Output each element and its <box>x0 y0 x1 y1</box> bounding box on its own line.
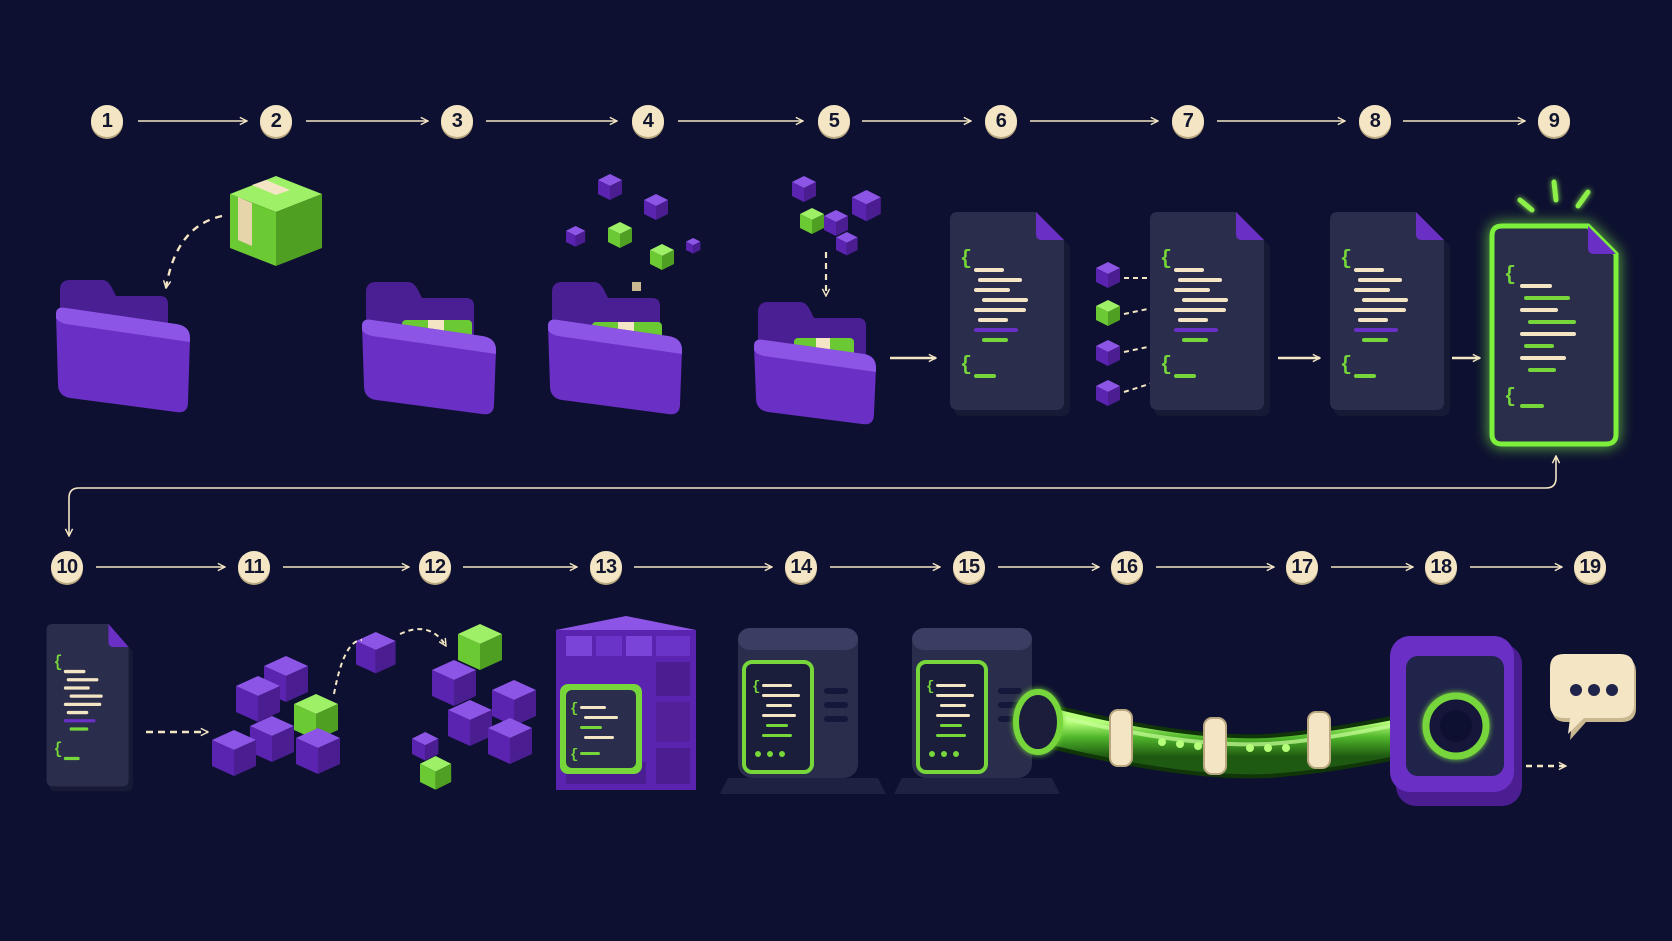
cubes-feeding-code-document-icon <box>1096 212 1270 416</box>
code-block-core-icon: { { <box>556 616 696 790</box>
svg-text:{: { <box>1504 386 1516 409</box>
code-document-highlighted-icon <box>1330 212 1450 416</box>
svg-text:{: { <box>570 701 578 717</box>
step-badge-16: 16 <box>1111 551 1143 583</box>
step-badge-8: 8 <box>1359 105 1391 137</box>
cubes-dropping-into-folder-icon <box>754 176 881 425</box>
step-badge-10: 10 <box>51 551 83 583</box>
pipe-socket-icon <box>1390 636 1522 806</box>
step-number: 10 <box>56 556 78 578</box>
code-document-icon <box>46 624 133 792</box>
step-badge-7: 7 <box>1172 105 1204 137</box>
step-badge-3: 3 <box>441 105 473 137</box>
step-number: 13 <box>595 556 617 578</box>
server-pipe-connection-icon <box>892 626 1456 796</box>
dashed-arc-arrow <box>166 214 223 288</box>
step-badge-12: 12 <box>419 551 451 583</box>
chat-bubble-icon <box>1550 654 1636 740</box>
step-number: 18 <box>1430 556 1452 578</box>
code-document-icon <box>950 212 1070 416</box>
step-badge-13: 13 <box>590 551 622 583</box>
step-badge-9: 9 <box>1538 105 1570 137</box>
step-badge-11: 11 <box>238 551 270 583</box>
folder-with-package-icon <box>362 282 496 415</box>
step-number: 6 <box>995 110 1007 132</box>
step-number: 8 <box>1369 110 1381 132</box>
step-number: 7 <box>1182 110 1194 132</box>
block-assembly-icon <box>412 624 536 790</box>
step-badge-19: 19 <box>1574 551 1606 583</box>
step-badge-17: 17 <box>1286 551 1318 583</box>
code-server-icon <box>718 626 888 796</box>
step-badge-15: 15 <box>953 551 985 583</box>
step-badge-18: 18 <box>1425 551 1457 583</box>
step-number: 19 <box>1579 556 1601 578</box>
step-badge-6: 6 <box>985 105 1017 137</box>
step-number: 9 <box>1548 110 1560 132</box>
step-badge-4: 4 <box>632 105 664 137</box>
block-stack-icon <box>212 628 447 776</box>
folder-icon <box>56 280 190 413</box>
step-number: 4 <box>642 110 654 132</box>
folder-with-scattered-cubes-icon <box>548 174 701 415</box>
step-number: 12 <box>424 556 446 578</box>
svg-text:{: { <box>570 747 578 763</box>
step-badge-2: 2 <box>260 105 292 137</box>
step-number: 11 <box>243 556 265 578</box>
step-number: 1 <box>101 110 113 132</box>
step-number: 16 <box>1116 556 1138 578</box>
step-number: 2 <box>270 110 282 132</box>
step-number: 14 <box>790 556 812 578</box>
package-icon <box>230 176 322 266</box>
step-badge-14: 14 <box>785 551 817 583</box>
return-connector <box>69 456 1556 536</box>
step-number: 15 <box>958 556 980 578</box>
step-badge-5: 5 <box>818 105 850 137</box>
step-number: 17 <box>1291 556 1313 578</box>
svg-text:{: { <box>1504 264 1516 287</box>
step-number: 5 <box>828 110 840 132</box>
glowing-code-document-icon: { { <box>1489 179 1619 447</box>
step-number: 3 <box>451 110 463 132</box>
step-badge-1: 1 <box>91 105 123 137</box>
